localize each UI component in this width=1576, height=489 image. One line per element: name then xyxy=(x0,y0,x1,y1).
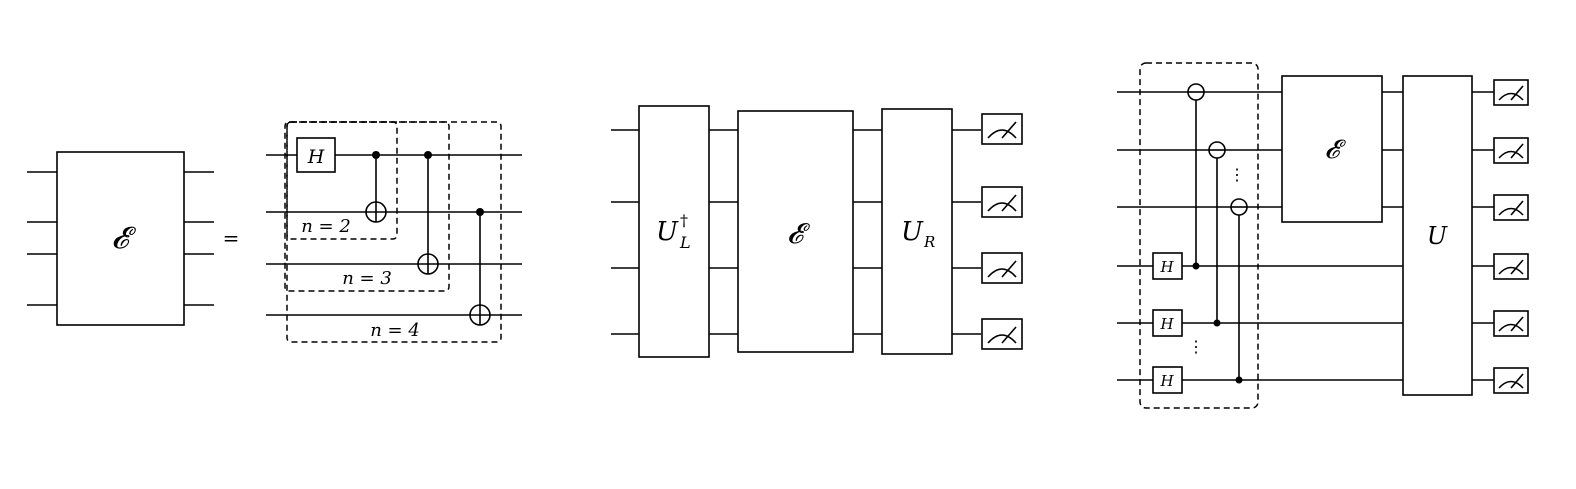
hadamard-label: H xyxy=(1159,372,1174,390)
u-box xyxy=(1402,75,1473,396)
measurement-meter-icon xyxy=(981,113,1023,145)
vertical-ellipsis: ⋮ xyxy=(1188,337,1204,356)
channel-box xyxy=(737,110,854,353)
measurement-meter-icon xyxy=(1493,253,1529,280)
dashed-prep-box xyxy=(1139,62,1259,409)
control-dot xyxy=(1235,376,1243,384)
svg-text:U: U xyxy=(656,217,679,247)
equals-sign: = xyxy=(223,226,240,250)
dashed-box-n4 xyxy=(286,121,502,343)
ur-label: U xyxy=(901,217,924,247)
n3-label: n = 3 xyxy=(342,268,392,289)
measurement-meter-icon xyxy=(1493,194,1529,221)
ul-dagger-label: U xyxy=(656,217,679,247)
control-dot xyxy=(1192,262,1200,270)
n2-label: n = 2 xyxy=(301,216,351,237)
measurement-meter-icon xyxy=(1493,367,1529,394)
hadamard-label: H xyxy=(1159,258,1174,276)
ul-dagger-sup: † xyxy=(680,211,688,230)
hadamard-gate xyxy=(1152,252,1183,280)
ur-sub: R xyxy=(923,233,935,251)
u-label: U xyxy=(1427,222,1448,250)
dashed-box-n3 xyxy=(284,121,450,292)
hadamard-gate xyxy=(1152,366,1183,394)
hadamard-label: H xyxy=(1159,315,1174,333)
control-dot xyxy=(372,151,380,159)
hadamard-gate xyxy=(1152,309,1183,337)
control-dot xyxy=(476,208,484,216)
hadamard-label: H xyxy=(307,146,325,168)
vertical-ellipsis: ⋮ xyxy=(1229,165,1245,184)
panel-c: H H H ⋮ ⋮ 𝓔 U xyxy=(1117,62,1529,409)
measurement-meter-icon xyxy=(1493,137,1529,164)
control-dot xyxy=(424,151,432,159)
panel-a: 𝓔 = H n = 2 xyxy=(27,121,522,343)
control-dot xyxy=(1213,319,1221,327)
measurement-meter-icon xyxy=(981,318,1023,350)
ul-dagger-box xyxy=(638,105,710,358)
n4-label: n = 4 xyxy=(370,320,420,341)
measurement-meter-icon xyxy=(1493,310,1529,337)
measurement-meter-icon xyxy=(981,186,1023,218)
ul-dagger-sub: L xyxy=(679,233,691,252)
channel-box xyxy=(56,151,185,326)
ur-box xyxy=(881,108,953,355)
channel-box xyxy=(1281,75,1383,223)
measurement-meter-icon xyxy=(1493,79,1529,106)
measurement-meter-icon xyxy=(981,252,1023,284)
hadamard-gate xyxy=(296,137,336,173)
panel-b: U † L 𝓔 U R xyxy=(611,105,1023,358)
